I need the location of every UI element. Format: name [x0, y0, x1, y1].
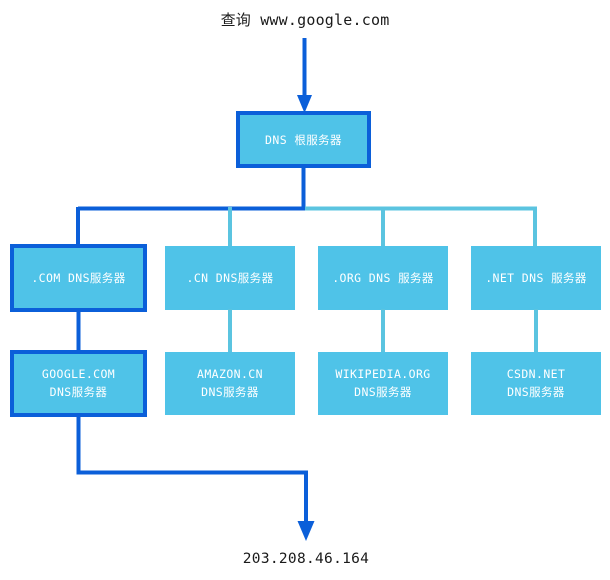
arrow-google-to-result: [76, 415, 315, 541]
node-auth-google-com-box: [10, 350, 147, 417]
node-tld-com[interactable]: .COM DNS服务器: [10, 244, 147, 312]
arrow-query-to-root: [297, 38, 312, 113]
query-label: 查询 www.google.com: [221, 11, 390, 29]
node-tld-com-label: .COM DNS服务器: [31, 271, 125, 285]
node-tld-org-label: .ORG DNS 服务器: [332, 271, 434, 285]
node-tld-net-box: [471, 246, 601, 310]
node-tld-net[interactable]: .NET DNS 服务器: [471, 246, 601, 310]
node-auth-amazon-cn-label-line2: DNS服务器: [201, 385, 259, 399]
node-auth-amazon-cn[interactable]: AMAZON.CN DNS服务器: [165, 352, 295, 415]
node-auth-google-com[interactable]: GOOGLE.COM DNS服务器: [10, 350, 147, 417]
node-auth-csdn-net[interactable]: CSDN.NET DNS服务器: [471, 352, 601, 415]
node-auth-google-com-label-line2: DNS服务器: [50, 385, 108, 399]
node-auth-amazon-cn-label-line1: AMAZON.CN: [197, 367, 263, 381]
node-auth-csdn-net-label-line1: CSDN.NET: [507, 367, 566, 381]
node-tld-cn[interactable]: .CN DNS服务器: [165, 246, 295, 310]
node-tld-org-box: [318, 246, 448, 310]
node-tld-cn-box: [165, 246, 295, 310]
node-auth-wikipedia-org-box: [318, 352, 448, 415]
node-auth-google-com-label-line1: GOOGLE.COM: [42, 367, 115, 381]
node-auth-csdn-net-box: [471, 352, 601, 415]
node-auth-wikipedia-org-label-line1: WIKIPEDIA.ORG: [335, 367, 430, 381]
node-dns-root-label: DNS 根服务器: [265, 133, 342, 147]
node-auth-amazon-cn-box: [165, 352, 295, 415]
node-auth-wikipedia-org-label-line2: DNS服务器: [354, 385, 412, 399]
node-tld-cn-label: .CN DNS服务器: [187, 271, 274, 285]
node-tld-net-label: .NET DNS 服务器: [485, 271, 587, 285]
node-auth-wikipedia-org[interactable]: WIKIPEDIA.ORG DNS服务器: [318, 352, 448, 415]
node-dns-root[interactable]: DNS 根服务器: [236, 111, 371, 168]
result-ip-label: 203.208.46.164: [243, 551, 369, 567]
node-tld-org[interactable]: .ORG DNS 服务器: [318, 246, 448, 310]
node-auth-csdn-net-label-line2: DNS服务器: [507, 385, 565, 399]
